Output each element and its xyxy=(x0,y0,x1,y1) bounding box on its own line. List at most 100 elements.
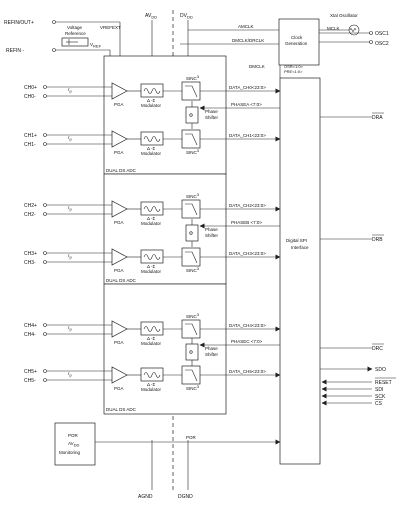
modulator-wave-glyph xyxy=(143,88,161,94)
modulator-wave-glyph xyxy=(143,326,161,332)
shifter-label: Shifter xyxy=(205,352,219,357)
clock-title: Clock xyxy=(291,35,303,40)
phi-symbol: Φ xyxy=(189,350,193,356)
data-bus-label: DATA_CH2<23:0> xyxy=(229,203,266,208)
input-resistor-label: rp xyxy=(68,135,73,142)
modulator-delta-sigma-label: Δ -Σ xyxy=(147,146,156,151)
avdd-label: AVDD xyxy=(145,13,157,20)
input-resistor-label: rp xyxy=(68,205,73,212)
lowpass-response-glyph xyxy=(185,323,198,336)
modulator-label: Modulator xyxy=(141,341,162,346)
phase-label: Phase xyxy=(205,346,218,351)
por-monitor-block xyxy=(54,422,96,466)
pga-label: PGA xyxy=(114,268,124,273)
sinc-label: SINC3 xyxy=(186,192,200,199)
pga-amplifier-icon xyxy=(111,248,128,266)
channel-neg-pin xyxy=(43,260,47,264)
sinc-filter-block xyxy=(181,365,201,385)
refinout-pin-label: REFIN/OUT+ xyxy=(4,20,34,26)
input-resistor-label: rp xyxy=(68,87,73,94)
dual-adc-block-1 xyxy=(103,55,227,175)
dual-adc-label-3: DUAL DS ADC xyxy=(106,407,137,412)
modulator-wave-glyph xyxy=(143,206,161,212)
phi-symbol: Φ xyxy=(189,231,193,237)
dual-adc-label-1: DUAL DS ADC xyxy=(106,168,137,173)
por-monitoring: Monitoring xyxy=(59,450,81,455)
input-resistor-label: rp xyxy=(68,325,73,332)
phi-symbol: Φ xyxy=(189,113,193,119)
sinc-label: SINC3 xyxy=(186,384,200,391)
spi-title2: Interface xyxy=(291,245,309,250)
modulator-label: Modulator xyxy=(141,269,162,274)
data-bus-label: DATA_CH1<23:0> xyxy=(229,133,266,138)
sinc-label: SINC3 xyxy=(186,148,200,155)
sinc-filter-block xyxy=(181,247,201,267)
por-avdd: AVDD xyxy=(68,441,80,448)
lowpass-response-glyph xyxy=(185,203,198,216)
amclk-label: AMCLK xyxy=(238,24,254,29)
modulator-wave-glyph xyxy=(143,136,161,142)
sdo-label: SDO xyxy=(375,367,386,373)
refin-minus-pin-label: REFIN - xyxy=(6,48,24,54)
cs-label: CS xyxy=(375,401,383,407)
modulator-delta-sigma-label: Δ -Σ xyxy=(147,336,156,341)
dual-adc-block-2 xyxy=(103,173,227,285)
output-pins: DRA DRB DRC SDO RESET SDI SCK CS xyxy=(320,112,396,407)
channel-pos-label: CH1+ xyxy=(24,133,37,139)
phase-reg-label: PHASEC <7:0> xyxy=(231,339,263,344)
phase-reg-label: PHASEA <7:0> xyxy=(231,102,262,107)
sinc-label: SINC3 xyxy=(186,266,200,273)
sinc-label: SINC3 xyxy=(186,312,200,319)
dmclk-label: DMCLK xyxy=(249,64,265,69)
agnd-label: AGND xyxy=(138,494,153,500)
sinc-filter-block xyxy=(181,319,201,339)
modulator-delta-sigma-label: Δ -Σ xyxy=(147,382,156,387)
sinc-label: SINC3 xyxy=(186,74,200,81)
phase-reg-label: PHASEB <7:0> xyxy=(231,220,262,225)
channel-neg-label: CH0- xyxy=(24,94,36,100)
channel-neg-label: CH2- xyxy=(24,212,36,218)
lowpass-response-glyph xyxy=(185,251,198,264)
pga-label: PGA xyxy=(114,340,124,345)
pga-label: PGA xyxy=(114,150,124,155)
refinout-pin xyxy=(52,20,56,24)
channel-neg-label: CH4- xyxy=(24,332,36,338)
modulator-label: Modulator xyxy=(141,221,162,226)
channel-pos-pin xyxy=(43,369,47,373)
mclk-label: MCLK xyxy=(327,26,340,31)
modulator-label: Modulator xyxy=(141,103,162,108)
lowpass-response-glyph xyxy=(185,85,198,98)
phase-label: Phase xyxy=(205,227,218,232)
input-resistor-label: rp xyxy=(68,371,73,378)
channel-neg-pin xyxy=(43,94,47,98)
pga-label: PGA xyxy=(114,386,124,391)
pga-amplifier-icon xyxy=(111,320,128,338)
spi-title: Digital SPI xyxy=(286,238,307,243)
channel-pos-pin xyxy=(43,85,47,89)
pga-label: PGA xyxy=(114,102,124,107)
channel-neg-label: CH5- xyxy=(24,378,36,384)
data-bus-label: DATA_CH0<23:0> xyxy=(229,85,266,90)
channel-pos-label: CH2+ xyxy=(24,203,37,209)
channel-neg-pin xyxy=(43,378,47,382)
channel-pos-pin xyxy=(43,133,47,137)
dgnd-label: DGND xyxy=(178,494,193,500)
channel-neg-pin xyxy=(43,142,47,146)
pga-amplifier-icon xyxy=(111,366,128,384)
lowpass-response-glyph xyxy=(185,369,198,382)
channel-pos-pin xyxy=(43,323,47,327)
xtal-label: Xtal Oscillator xyxy=(330,13,358,18)
channel-pos-label: CH3+ xyxy=(24,251,37,257)
vref-out-label: VREF xyxy=(90,42,102,49)
sinc-filter-block xyxy=(181,81,201,101)
channel-neg-pin xyxy=(43,212,47,216)
modulator-delta-sigma-label: Δ -Σ xyxy=(147,98,156,103)
